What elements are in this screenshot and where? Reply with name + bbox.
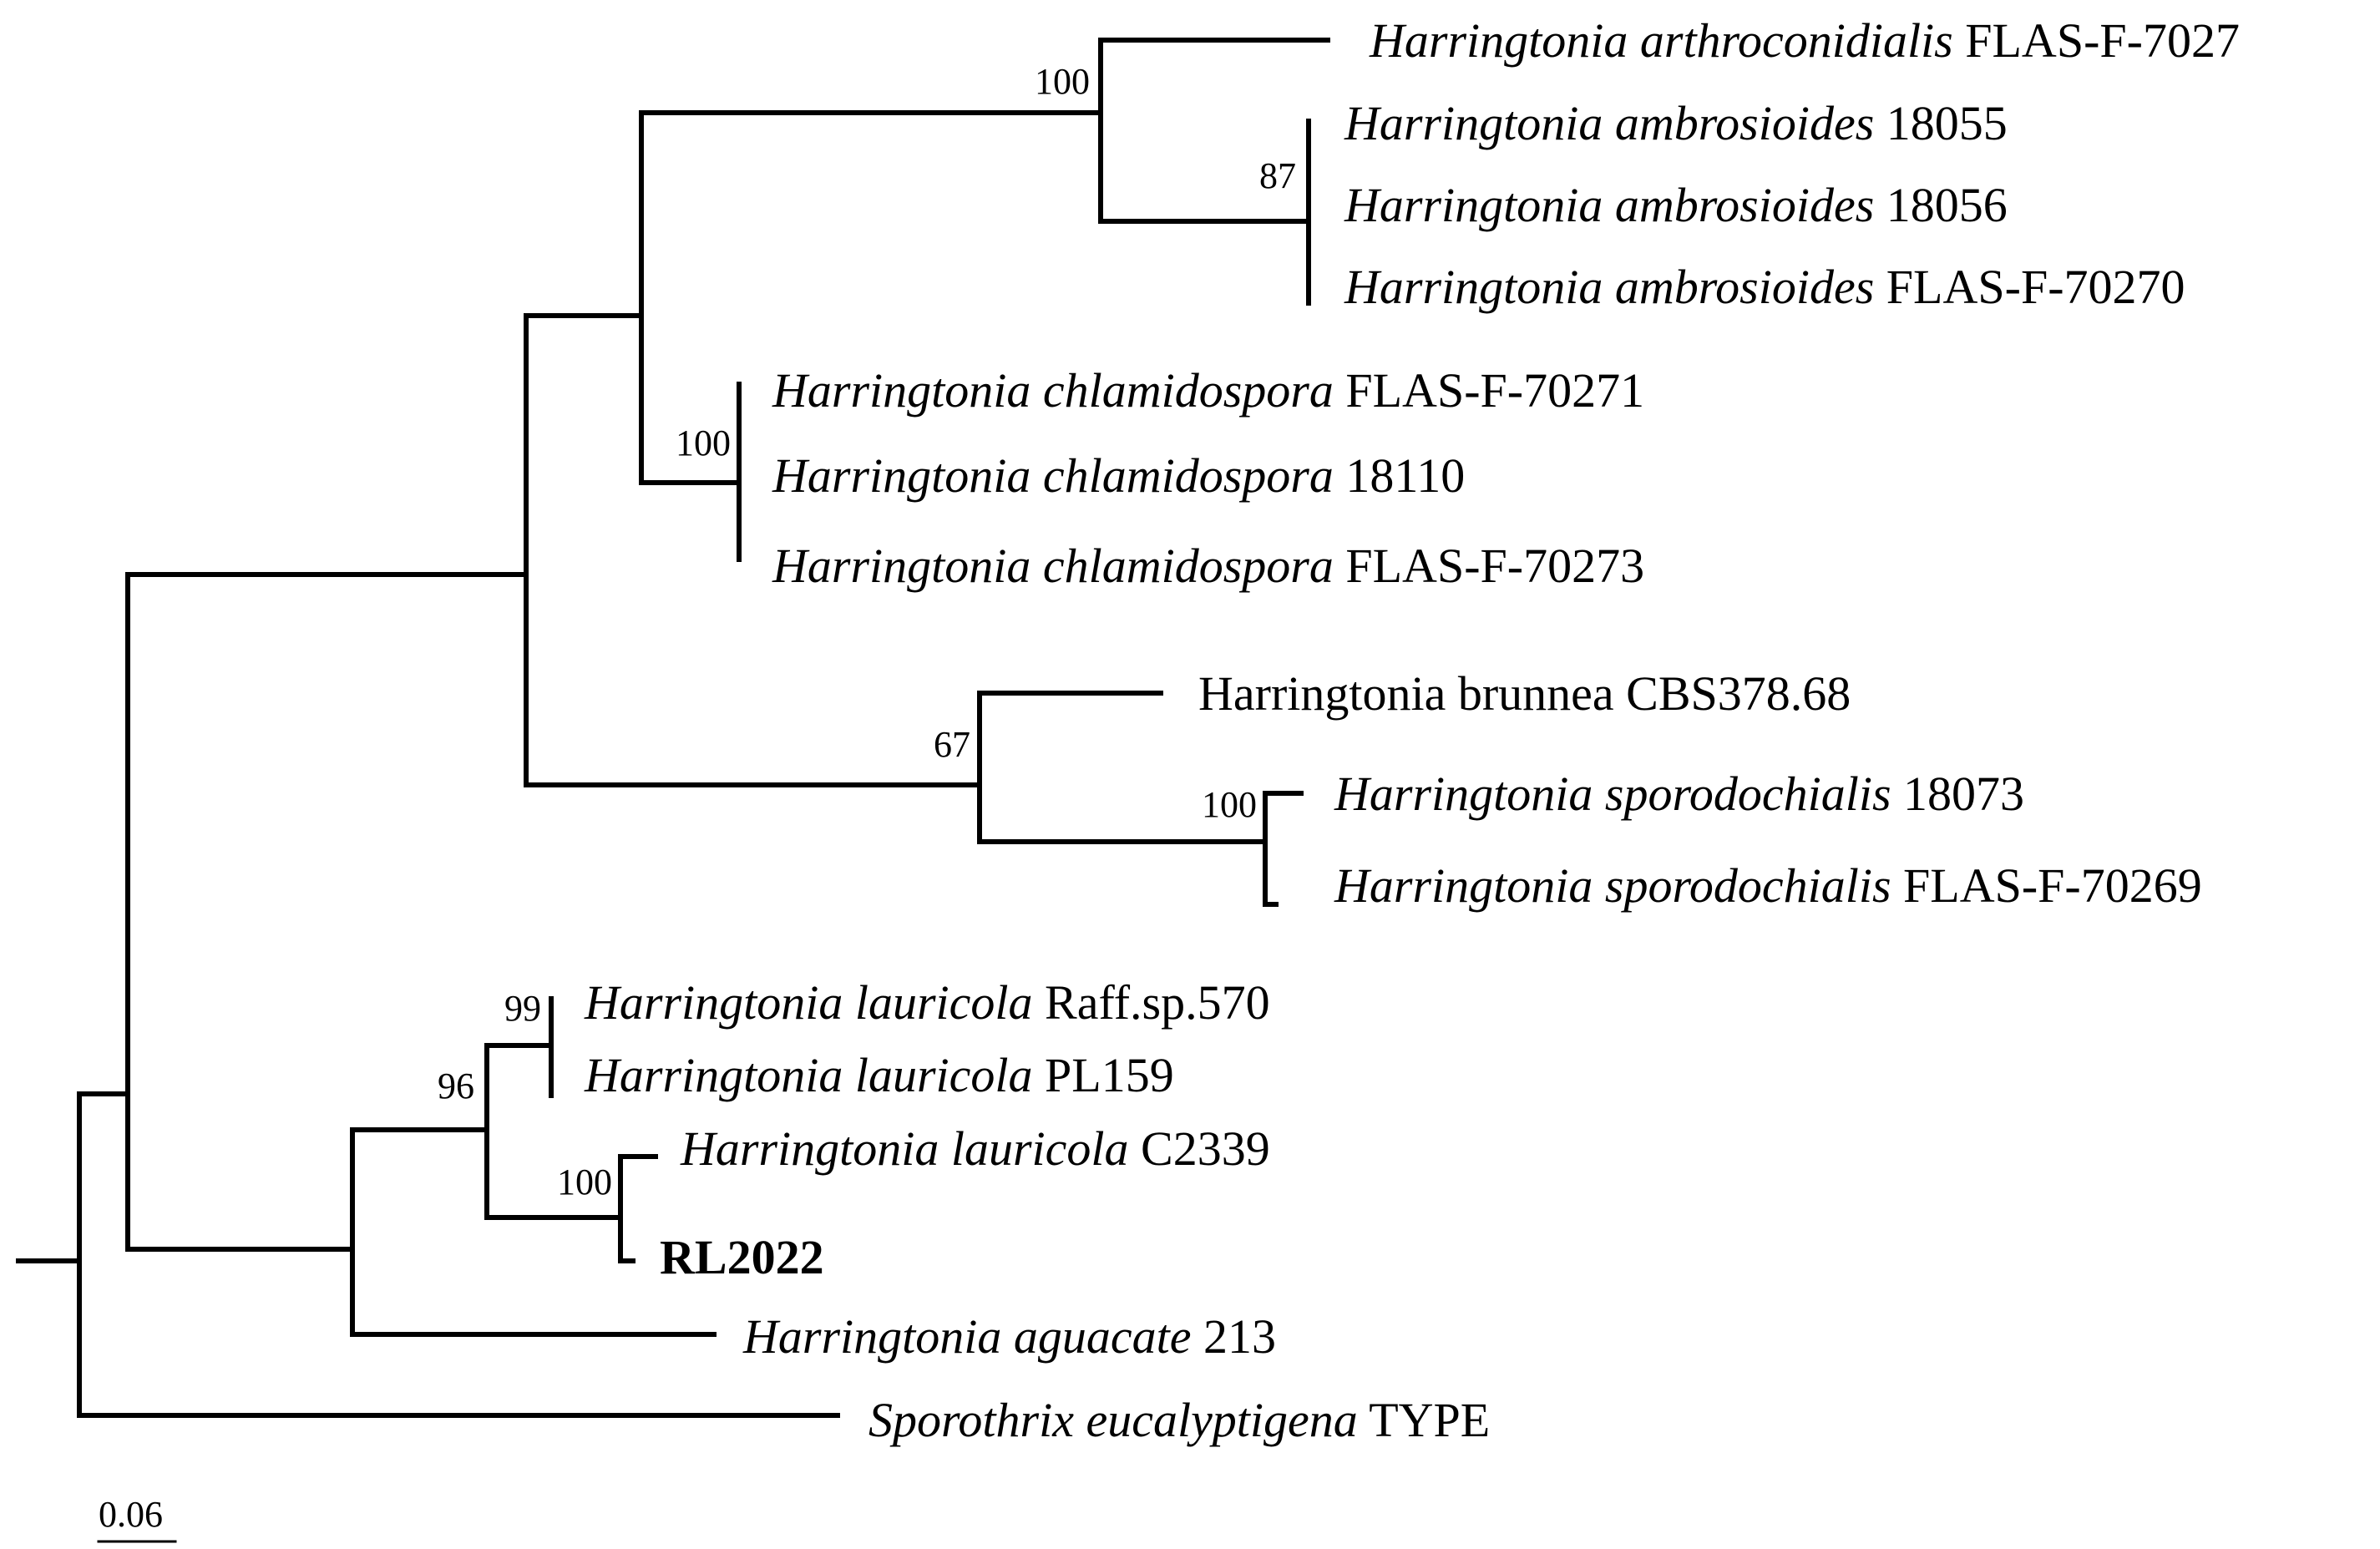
support-values: 100 87 100 67 100 99 96 100 xyxy=(438,61,1296,1202)
tip-label-sporothrix: Sporothrix eucalyptigena TYPE xyxy=(868,1393,1490,1447)
support-value: 100 xyxy=(676,423,731,463)
tip-label-sporodochialis-18073: Harringtonia sporodochialis 18073 xyxy=(1334,767,2024,821)
tip-label-lauricola-raff: Harringtonia lauricola Raff.sp.570 xyxy=(584,975,1270,1030)
support-value: 87 xyxy=(1259,155,1296,196)
tip-label-chlamidospora-18110: Harringtonia chlamidospora 18110 xyxy=(772,448,1465,503)
tip-label-lauricola-c2339: Harringtonia lauricola C2339 xyxy=(680,1121,1270,1176)
tip-label-ambrosioides-18055: Harringtonia ambrosioides 18055 xyxy=(1344,96,2008,150)
support-value: 96 xyxy=(438,1066,474,1106)
tip-label-aguacate: Harringtonia aguacate 213 xyxy=(742,1309,1276,1364)
tree-branches xyxy=(16,38,1330,1418)
support-value: 67 xyxy=(934,724,970,765)
tip-label-brunnea: Harringtonia brunnea CBS378.68 xyxy=(1198,666,1851,721)
tip-label-ambrosioides-18056: Harringtonia ambrosioides 18056 xyxy=(1344,178,2008,232)
tip-labels: Harringtonia arthroconidialis FLAS-F-702… xyxy=(584,13,2240,1447)
scale-bar: 0.06 xyxy=(97,1494,177,1543)
tip-label-ambrosioides-70270: Harringtonia ambrosioides FLAS-F-70270 xyxy=(1344,260,2185,314)
scale-bar-label: 0.06 xyxy=(99,1494,163,1535)
support-value: 100 xyxy=(1035,61,1090,102)
tip-label-chlamidospora-70273: Harringtonia chlamidospora FLAS-F-70273 xyxy=(772,539,1644,593)
tip-label-lauricola-pl159: Harringtonia lauricola PL159 xyxy=(584,1048,1174,1102)
tip-label-arthroconidialis: Harringtonia arthroconidialis FLAS-F-702… xyxy=(1369,13,2240,68)
tip-label-rl2022: RL2022 xyxy=(660,1230,824,1284)
support-value: 100 xyxy=(557,1162,612,1202)
tip-label-sporodochialis-70269: Harringtonia sporodochialis FLAS-F-70269 xyxy=(1334,858,2202,913)
support-value: 99 xyxy=(504,988,541,1029)
tip-label-chlamidospora-70271: Harringtonia chlamidospora FLAS-F-70271 xyxy=(772,363,1644,418)
support-value: 100 xyxy=(1202,784,1257,825)
